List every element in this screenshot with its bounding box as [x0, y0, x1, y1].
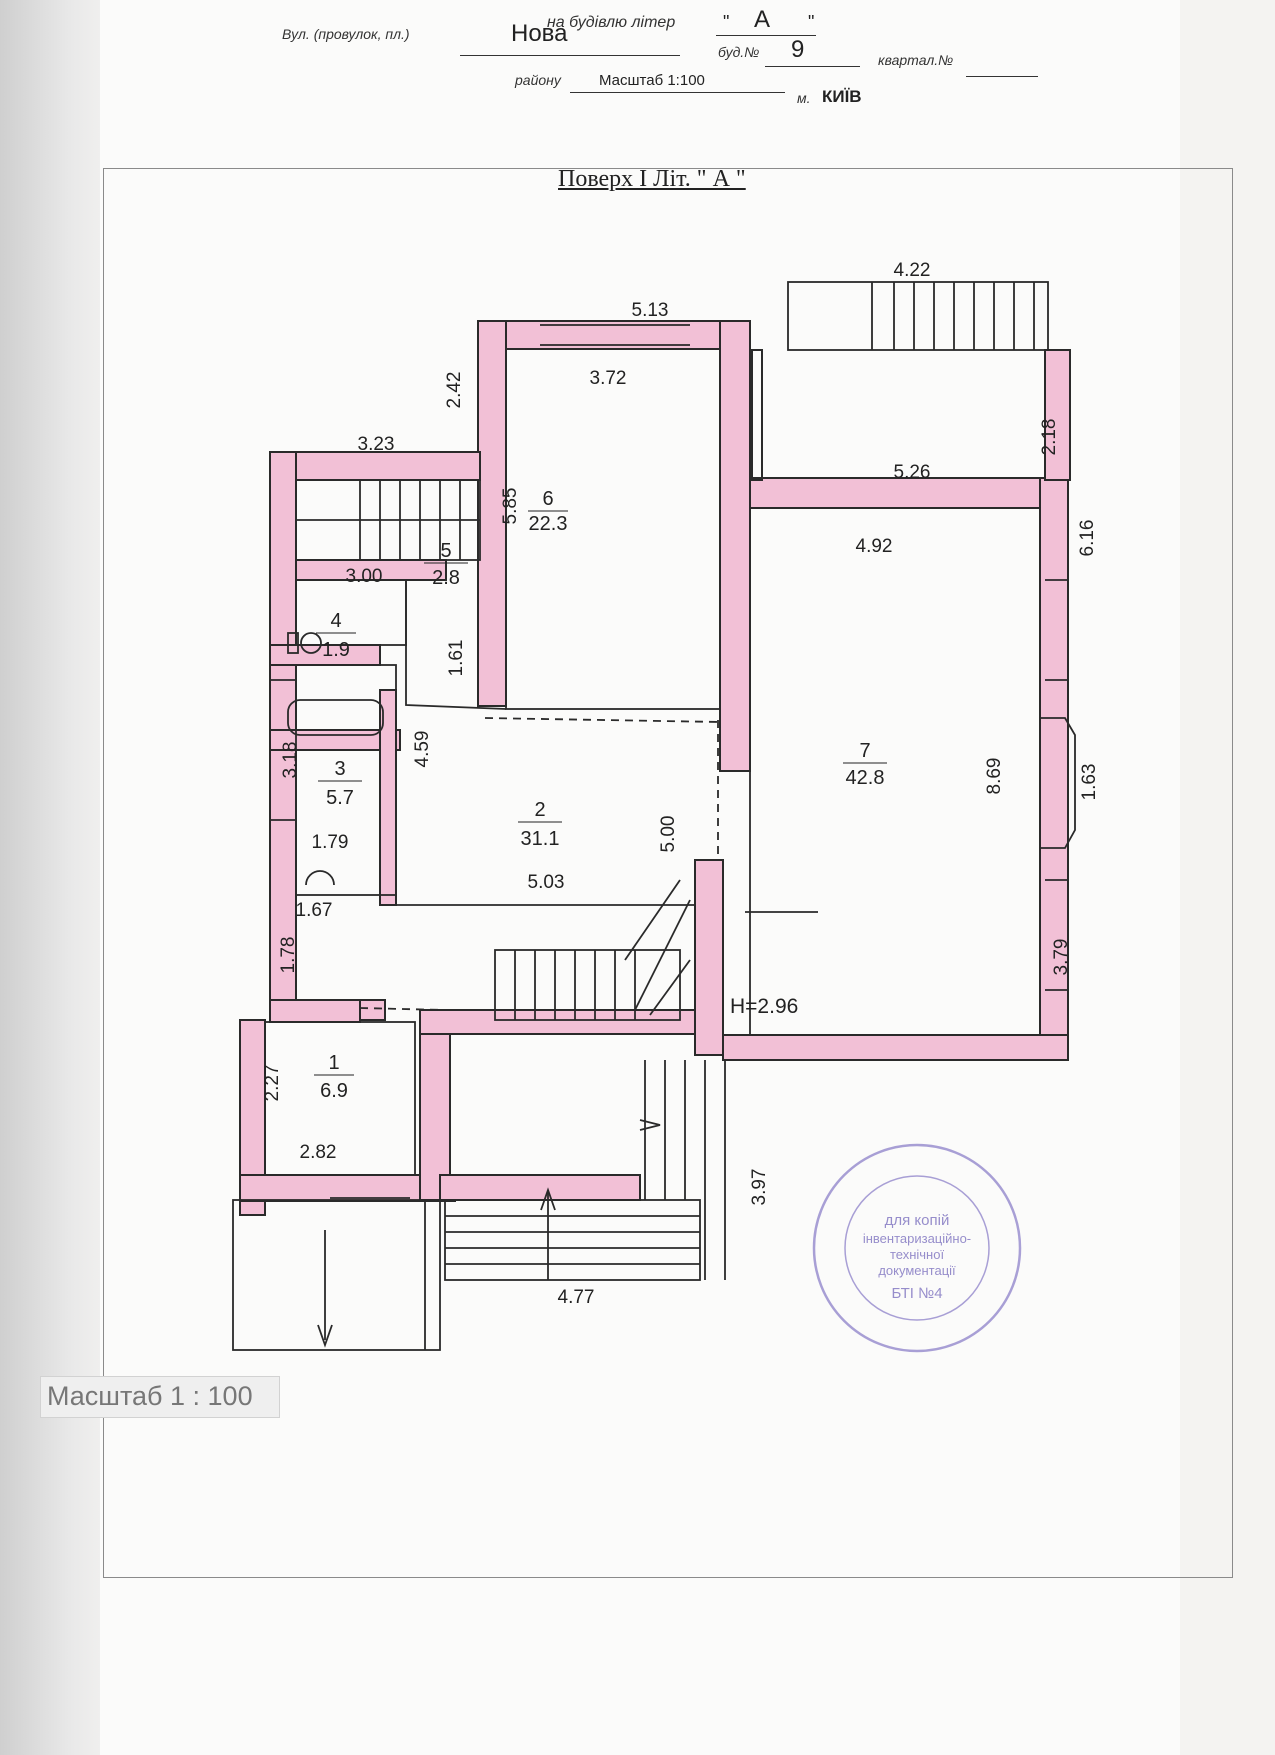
stamp — [812, 1143, 1022, 1353]
district-line — [570, 92, 785, 93]
dim-5-03: 5.03 — [528, 872, 565, 893]
room-2-number: 2 — [534, 799, 545, 821]
toilet — [300, 632, 322, 654]
house-label: буд.№ — [718, 44, 760, 60]
dim-1-79: 1.79 — [312, 832, 349, 853]
room-3-outline — [295, 664, 397, 896]
house-value: 9 — [791, 36, 805, 63]
porch — [232, 1199, 441, 1351]
dim-3-18: 3.18 — [280, 742, 301, 779]
dim-4-22: 4.22 — [894, 260, 931, 281]
dim-3-00: 3.00 — [346, 566, 383, 587]
room-4-outline — [295, 579, 407, 646]
dim-3-72: 3.72 — [590, 368, 627, 389]
building-letter-quote-right: " — [808, 12, 815, 32]
room-7-area: 42.8 — [846, 767, 885, 789]
dim-3-79: 3.79 — [1051, 939, 1072, 976]
room-6-area: 22.3 — [529, 513, 568, 535]
building-letter-line — [716, 35, 816, 36]
thin-lines — [232, 281, 1076, 1351]
stamp-line-4: документації — [878, 1263, 956, 1278]
room-3-number: 3 — [334, 758, 345, 780]
block-line — [966, 76, 1038, 77]
dim-3-23: 3.23 — [358, 434, 395, 455]
dim-5-26: 5.26 — [894, 462, 931, 483]
stamp-line-5: БТІ №4 — [891, 1285, 942, 1302]
dim-8-69: 8.69 — [984, 758, 1005, 795]
dim-5-13: 5.13 — [632, 300, 669, 321]
ceiling-height: Н=2.96 — [730, 995, 798, 1018]
room-6-outline — [505, 348, 721, 710]
dim-2-27: 2.27 — [262, 1065, 283, 1102]
dim-1-61: 1.61 — [446, 640, 467, 677]
walls — [239, 320, 1071, 1216]
room-labels: 6 22.3 7 42.8 2 31.1 3 5.7 4 1.9 5 2.8 1… — [314, 488, 887, 1102]
room-5-area: 2.8 — [432, 567, 460, 589]
scale-label-box: Масштаб 1 : 100 — [40, 1376, 280, 1418]
building-letter-quote-left: " — [723, 12, 730, 32]
room-2-area: 31.1 — [521, 828, 560, 850]
room-7-outline — [749, 507, 1041, 1036]
dim-2-42: 2.42 — [444, 372, 465, 409]
main-stair — [494, 949, 681, 1021]
dim-4-92: 4.92 — [856, 536, 893, 557]
room-2-outline — [396, 580, 696, 906]
dim-2-18: 2.18 — [1039, 419, 1060, 456]
dim-2-82: 2.82 — [300, 1142, 337, 1163]
stamp-line-3: технічної — [890, 1247, 945, 1262]
front-steps — [444, 1199, 701, 1281]
dim-1-63: 1.63 — [1079, 764, 1100, 801]
scale-text: Масштаб 1:100 — [599, 72, 705, 89]
street-label: Вул. (провулок, пл.) — [282, 26, 410, 42]
room-4-area: 1.9 — [322, 639, 350, 661]
room-1-number: 1 — [328, 1052, 339, 1074]
city-value: КИЇВ — [822, 87, 862, 106]
dim-4-59: 4.59 — [412, 731, 433, 768]
dim-5-85: 5.85 — [500, 488, 521, 525]
room-6-number: 6 — [542, 488, 553, 510]
dim-6-16: 6.16 — [1077, 520, 1098, 557]
stamp-line-1: для копій — [885, 1212, 950, 1229]
city-label: м. — [797, 90, 811, 106]
shower — [305, 870, 335, 886]
dim-3-97: 3.97 — [749, 1169, 770, 1206]
stamp-text: для копій інвентаризаційно- технічної до… — [863, 1212, 971, 1302]
dim-5-00: 5.00 — [658, 816, 679, 853]
rear-stair — [787, 281, 1049, 351]
drawing-frame — [103, 168, 1233, 1578]
street-value: Нова — [511, 20, 568, 47]
dim-1-67: 1.67 — [296, 900, 333, 921]
room-5-number: 5 — [440, 540, 451, 562]
house-line — [765, 66, 860, 67]
room-7-number: 7 — [859, 740, 870, 762]
district-label: району — [515, 72, 561, 88]
building-label: на будівлю літер — [547, 14, 676, 31]
stamp-line-2: інвентаризаційно- — [863, 1231, 971, 1246]
room-1-area: 6.9 — [320, 1080, 348, 1102]
dim-1-78: 1.78 — [278, 937, 299, 974]
building-letter: А — [754, 6, 771, 33]
street-line — [460, 55, 680, 56]
block-label: квартал.№ — [878, 52, 954, 68]
bathtub — [287, 699, 384, 736]
room-3-area: 5.7 — [326, 787, 354, 809]
room-4-number: 4 — [330, 610, 341, 632]
dimension-labels: 5.13 4.22 3.72 2.42 2.18 3.23 5.85 5.26 … — [262, 260, 1100, 1308]
dim-4-77: 4.77 — [558, 1287, 595, 1308]
plan-title: Поверх І Літ. " А " — [558, 166, 746, 192]
